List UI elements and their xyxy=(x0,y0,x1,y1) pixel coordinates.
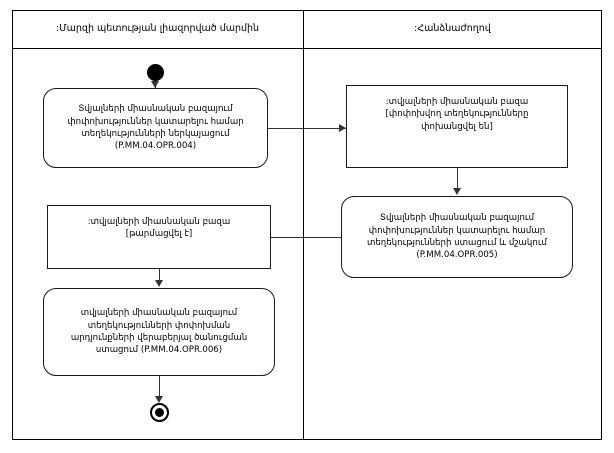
activity-node-opr-006-label: տվյալների միասնական բազայում տեղեկությու… xyxy=(70,308,248,356)
swimlane-header-divider xyxy=(12,48,602,49)
edge-activity-004-to-object-transferred-arrowhead xyxy=(339,124,346,132)
swimlane-vertical-divider xyxy=(303,10,304,440)
edge-object-updated-to-activity-006-arrowhead xyxy=(155,280,163,287)
swimlane-title-left: :Մարզի պետության լիազորված մարմին xyxy=(55,23,260,35)
object-node-updated[interactable]: :տվյալների միասնական բազա [թարմացվել է] xyxy=(47,205,271,269)
edge-activity-005-to-object-updated-line xyxy=(271,237,341,238)
edge-object-transferred-to-activity-005-arrowhead xyxy=(453,188,461,195)
edge-object-updated-to-activity-006-line xyxy=(159,269,160,280)
activity-node-opr-005-label: Տվյալների միասնական բազայում փոփոխությու… xyxy=(366,213,548,261)
edge-initial-to-activity-004-arrowhead xyxy=(151,81,159,88)
final-node xyxy=(150,403,169,422)
edge-activity-006-to-final-arrowhead xyxy=(155,396,163,403)
object-node-transferred[interactable]: :տվյալների միասնական բազա [փոփոխվող տեղե… xyxy=(346,85,568,168)
edge-object-transferred-to-activity-005-line xyxy=(457,168,458,188)
activity-node-opr-005[interactable]: Տվյալների միասնական բազայում փոփոխությու… xyxy=(341,196,573,278)
object-node-transferred-label: :տվյալների միասնական բազա [փոփոխվող տեղե… xyxy=(385,97,529,132)
object-node-updated-label: :տվյալների միասնական բազա [թարմացվել է] xyxy=(87,217,231,240)
activity-node-opr-006[interactable]: տվյալների միասնական բազայում տեղեկությու… xyxy=(43,288,275,376)
swimlane-title-right: :Հանձնաժողով xyxy=(414,23,491,35)
edge-activity-004-to-object-transferred-line xyxy=(268,128,346,129)
edge-activity-006-to-final-line xyxy=(159,376,160,398)
swimlane-frame xyxy=(12,10,602,440)
initial-node xyxy=(147,64,164,81)
activity-node-opr-004-label: Տվյալների միասնական բազայում փոփոխությու… xyxy=(67,104,244,152)
activity-node-opr-004[interactable]: Տվյալների միասնական բազայում փոփոխությու… xyxy=(43,88,268,168)
